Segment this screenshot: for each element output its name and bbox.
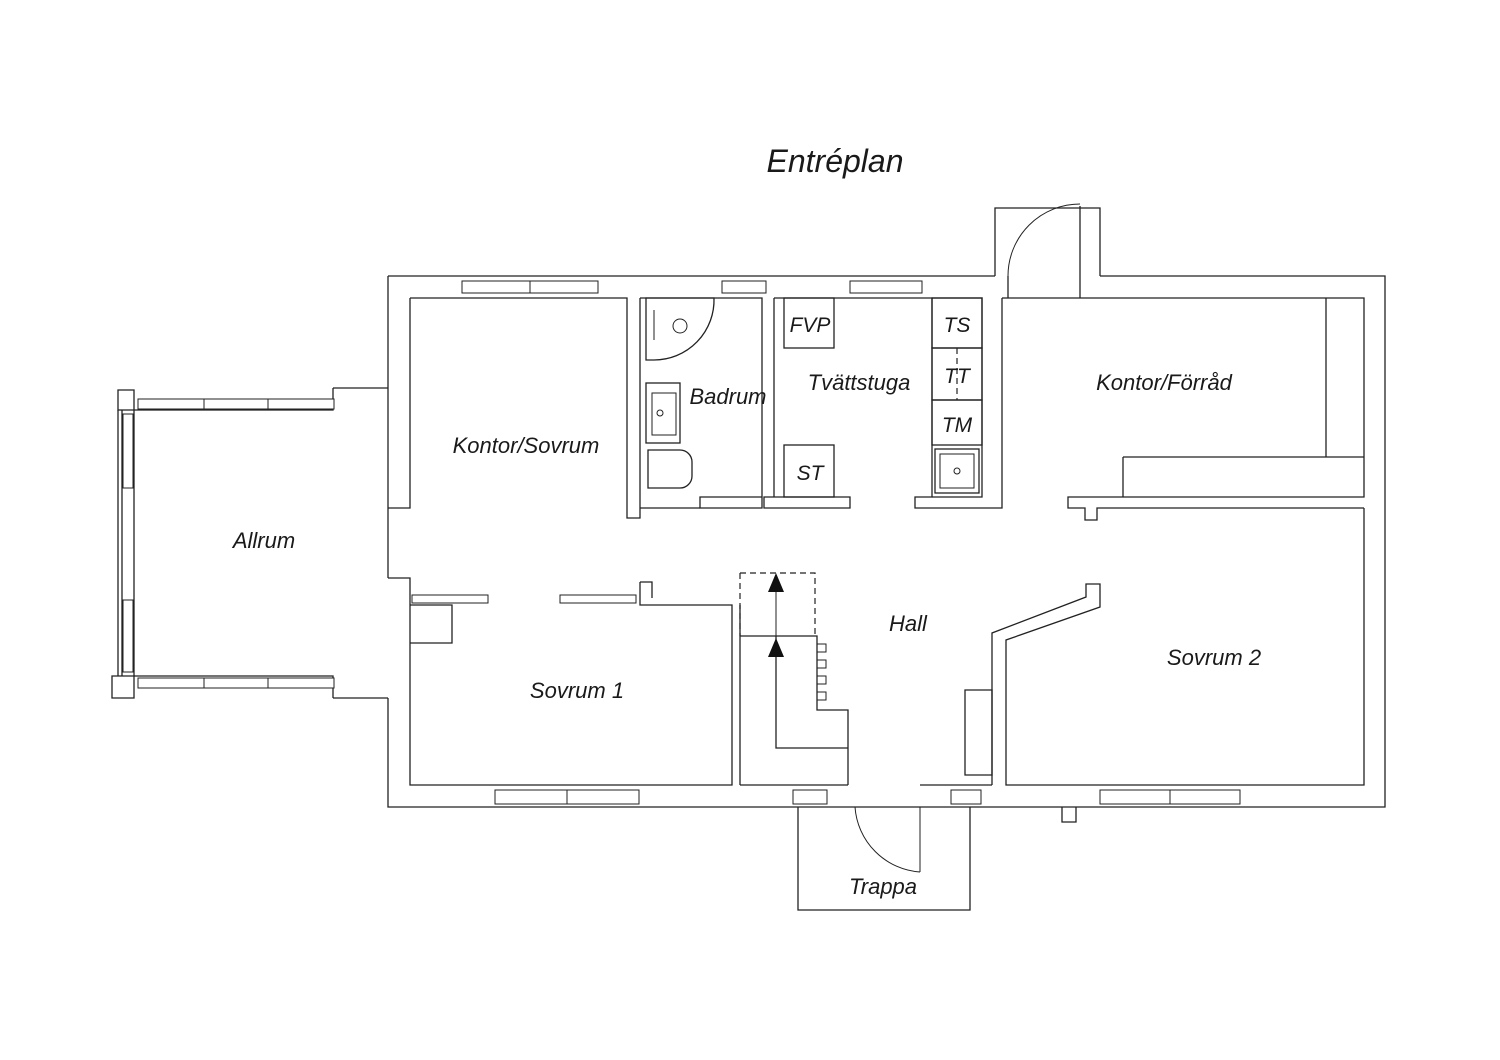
walls	[111, 203, 1386, 911]
fvp-box	[783, 297, 835, 349]
room-label-kontor-sovrum: Kontor/Sovrum	[453, 433, 600, 458]
room-label-badrum: Badrum	[689, 384, 766, 409]
room-label-allrum: Allrum	[231, 528, 295, 553]
fixtures	[645, 297, 983, 498]
toilet-icon	[647, 449, 693, 489]
washbasin-icon	[645, 382, 681, 444]
room-label-hall: Hall	[889, 611, 928, 636]
fixture-label-fvp: FVP	[790, 314, 831, 337]
fixture-label-st: ST	[797, 462, 826, 485]
room-label-tvattstuga: Tvättstuga	[808, 370, 911, 395]
fixture-label-tm: TM	[942, 414, 973, 437]
room-label-trappa: Trappa	[849, 874, 917, 899]
shower-icon	[645, 297, 715, 361]
room-label-sovrum2: Sovrum 2	[1167, 645, 1261, 670]
room-label-sovrum1: Sovrum 1	[530, 678, 624, 703]
room-label-kontor-forrad: Kontor/Förråd	[1096, 370, 1232, 395]
plan-title: Entréplan	[767, 143, 904, 179]
fixture-label-ts: TS	[944, 314, 971, 337]
windows	[122, 280, 1241, 805]
fixture-label-tt: TT	[944, 365, 972, 388]
utility-sink-icon	[934, 448, 980, 494]
st-box	[783, 444, 835, 498]
